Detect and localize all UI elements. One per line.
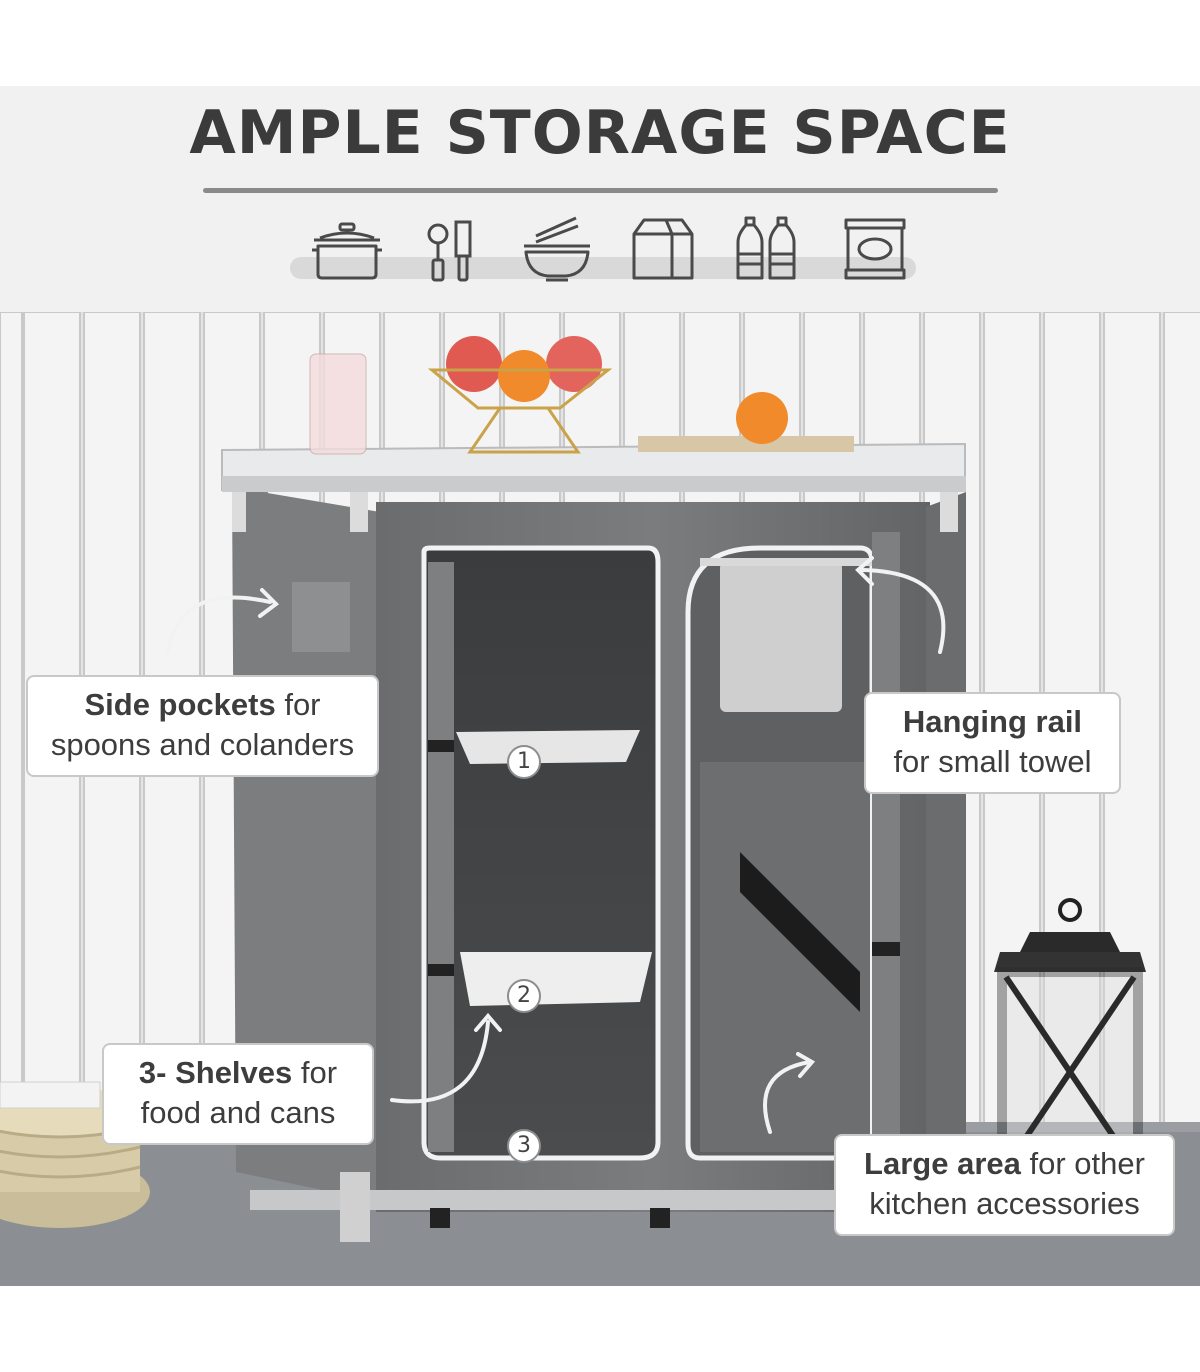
callout-hanging-rail-line2: for small towel xyxy=(893,744,1092,779)
callout-arrows xyxy=(166,556,946,1134)
shelf-number-1: 1 xyxy=(507,745,541,779)
callout-side-pockets-line2: spoons and colanders xyxy=(50,727,355,762)
bowl-chopsticks-icon xyxy=(524,216,590,282)
camping-cabinet xyxy=(221,442,966,1242)
callout-hanging-rail-title: Hanging rail xyxy=(902,704,1083,739)
callout-side-pockets-suffix: for xyxy=(275,687,321,722)
callout-large-area-line2: kitchen accessories xyxy=(869,1186,1140,1221)
shelf-number-2: 2 xyxy=(507,979,541,1013)
callout-side-pockets: Side pockets for spoons and colanders xyxy=(26,675,379,777)
callout-large-area-suffix: for other xyxy=(1020,1146,1145,1181)
callout-large-area: Large area for other kitchen accessories xyxy=(834,1134,1175,1236)
callout-shelves-title: 3- Shelves xyxy=(138,1055,293,1090)
callout-shelves-line2: food and cans xyxy=(140,1095,336,1130)
callout-hanging-rail: Hanging rail for small towel xyxy=(864,692,1121,794)
callout-shelves-suffix: for xyxy=(292,1055,338,1090)
tabletop-items xyxy=(309,336,854,455)
bottles-icon xyxy=(736,216,796,280)
headline: AMPLE STORAGE SPACE xyxy=(189,98,1011,168)
callout-shelves: 3- Shelves for food and cans xyxy=(102,1043,374,1145)
callout-side-pockets-title: Side pockets xyxy=(84,687,276,722)
snack-bag-icon xyxy=(844,218,906,280)
icon-strip xyxy=(290,257,916,279)
shelf-number-3: 3 xyxy=(507,1129,541,1163)
utensils-icon xyxy=(427,220,472,282)
callout-large-area-title: Large area xyxy=(864,1146,1021,1181)
pot-icon xyxy=(312,222,382,280)
box-icon xyxy=(632,218,694,280)
bottom-margin xyxy=(0,1286,1200,1372)
headline-underline xyxy=(203,188,998,193)
